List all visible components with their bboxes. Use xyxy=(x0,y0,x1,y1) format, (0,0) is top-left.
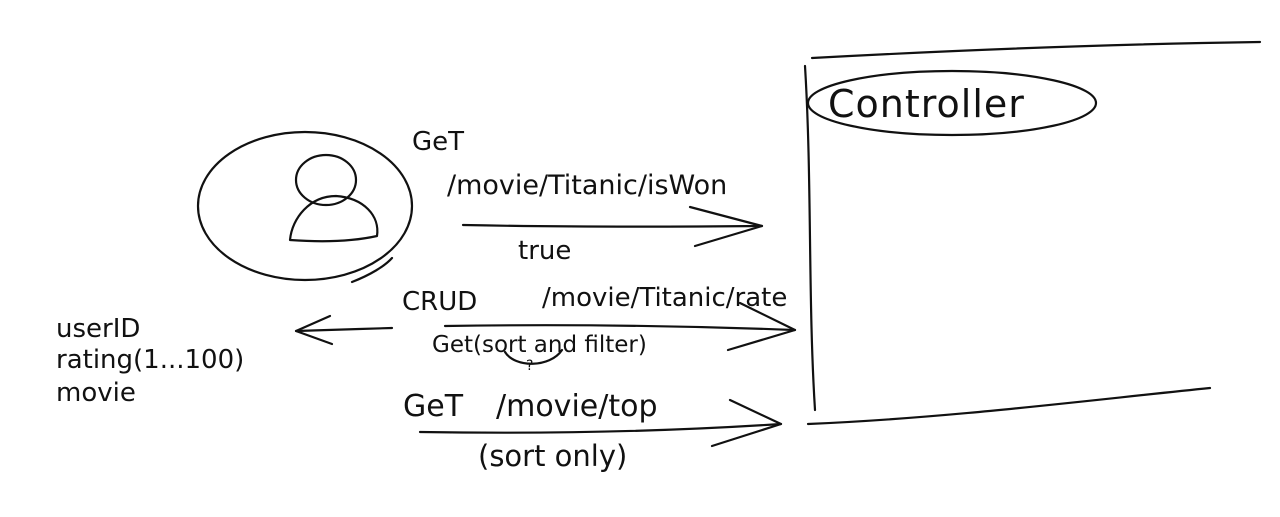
request-top-path: /movie/top xyxy=(496,389,658,424)
response-arrow-to-user xyxy=(294,326,394,333)
field-movie: movie xyxy=(56,378,136,408)
request-rate-method: CRUD xyxy=(402,287,477,317)
request-rate-note: Get(sort and filter) xyxy=(432,332,647,358)
field-rating: rating(1...100) xyxy=(56,345,244,375)
controller-box-left xyxy=(803,64,817,412)
field-user-id: userID xyxy=(56,314,140,344)
request-top-note: (sort only) xyxy=(478,439,627,473)
controller-box-bottom xyxy=(806,386,1212,426)
user-body xyxy=(288,194,379,243)
request-is-won-arrow xyxy=(461,223,764,228)
request-rate-arrowhead xyxy=(726,301,797,352)
person-icon xyxy=(196,130,414,284)
request-top-method: GeT xyxy=(403,389,464,424)
user-circle-tail xyxy=(350,256,394,284)
request-rate-sort-underline xyxy=(503,348,564,365)
request-is-won-arrowhead xyxy=(688,205,764,248)
request-rate-arrow xyxy=(443,324,797,332)
request-top-arrow xyxy=(418,422,783,434)
request-top: GeT /movie/top (sort only) xyxy=(403,389,783,473)
user-head xyxy=(294,153,358,207)
request-is-won-method: GeT xyxy=(412,127,464,157)
request-rate: CRUD /movie/Titanic/rate Get(sort and fi… xyxy=(294,283,797,374)
controller-label-ellipse xyxy=(806,69,1098,137)
user-circle xyxy=(196,130,414,282)
request-top-arrowhead xyxy=(710,398,783,448)
request-rate-question: ? xyxy=(526,358,533,374)
rating-fields: userID rating(1...100) movie xyxy=(56,314,244,408)
controller-box-top xyxy=(810,40,1262,60)
request-is-won-path: /movie/Titanic/isWon xyxy=(447,170,727,201)
controller-label: Controller xyxy=(828,82,1025,126)
request-rate-path: /movie/Titanic/rate xyxy=(542,283,787,313)
controller-label-group: Controller xyxy=(806,69,1098,137)
response-arrowhead-left xyxy=(294,314,334,346)
controller-box xyxy=(803,40,1262,426)
request-is-won: GeT /movie/Titanic/isWon true xyxy=(412,127,764,266)
request-is-won-response: true xyxy=(518,236,571,266)
